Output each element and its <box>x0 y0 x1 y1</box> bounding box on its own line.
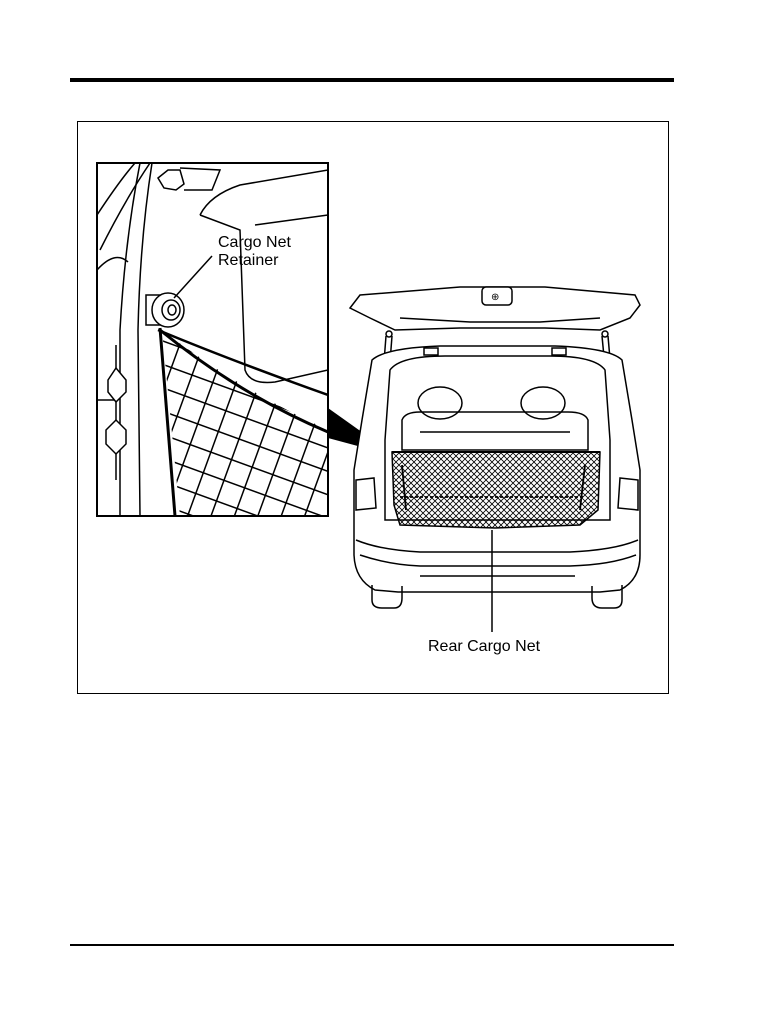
retainer-label-line2: Retainer <box>218 252 291 270</box>
retainer-label-line1: Cargo Net <box>218 234 291 252</box>
footer-rule <box>70 944 674 946</box>
rear-cargo-net-label: Rear Cargo Net <box>428 638 540 656</box>
vehicle-rear-view: ⊕ <box>350 287 640 632</box>
cargo-net-retainer-label: Cargo Net Retainer <box>218 234 291 270</box>
svg-text:⊕: ⊕ <box>491 292 499 303</box>
inset-detail <box>97 163 328 516</box>
